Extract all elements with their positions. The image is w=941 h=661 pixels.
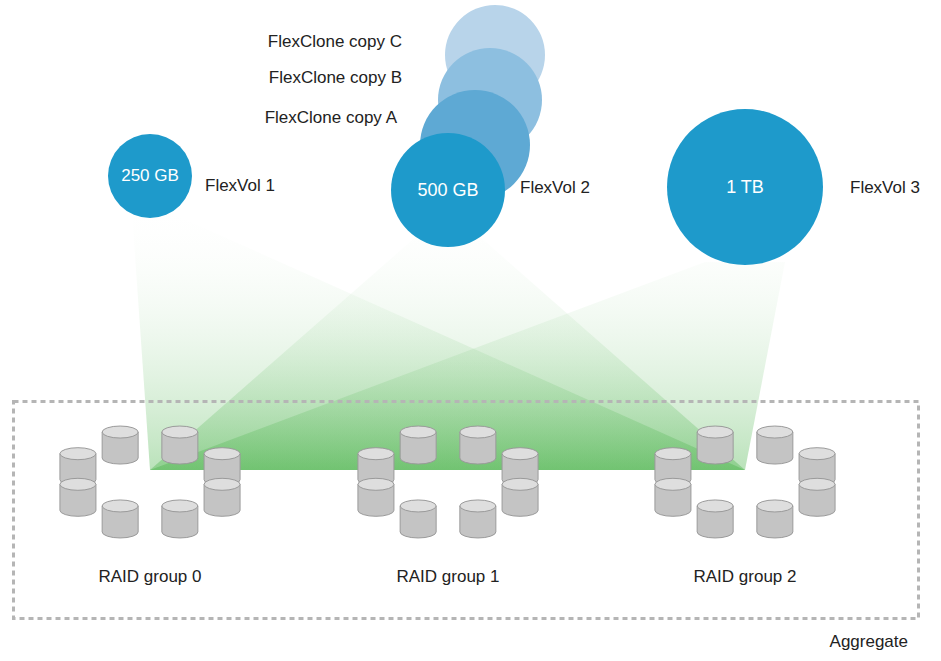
raid-group: RAID group 0 [35, 410, 265, 590]
circle-center: 1 TB [667, 109, 823, 265]
disk [460, 500, 496, 538]
label-text: FlexClone copy C [268, 32, 402, 52]
raid-group: RAID group 1 [333, 410, 563, 590]
disk-top [655, 478, 691, 490]
disk [697, 426, 733, 464]
disk-top [400, 426, 436, 438]
disk-top [102, 426, 138, 438]
disk [60, 478, 96, 516]
disk-top [697, 500, 733, 512]
disk [757, 500, 793, 538]
disk-top [204, 448, 240, 460]
circle-fill [391, 133, 505, 247]
label-text: 250 GB [121, 166, 179, 186]
disk [162, 426, 198, 464]
raid-group: RAID group 2 [630, 410, 860, 590]
disk [204, 478, 240, 516]
label-text: RAID group 1 [397, 567, 500, 587]
circle-center: 250 GB [108, 134, 192, 218]
disk-top [102, 500, 138, 512]
disk [102, 500, 138, 538]
disk-top [757, 426, 793, 438]
label-text: RAID group 2 [694, 567, 797, 587]
disk-top [358, 448, 394, 460]
volume-circle: 250 GBFlexVol 1 [108, 134, 192, 218]
disk-top [460, 500, 496, 512]
disk [358, 478, 394, 516]
disk-top [799, 448, 835, 460]
label-text: FlexClone copy B [269, 68, 402, 88]
label-text: FlexVol 3 [850, 178, 920, 198]
label-text: FlexVol 2 [520, 178, 590, 198]
disk-top [162, 500, 198, 512]
beam [150, 262, 785, 470]
disk [697, 500, 733, 538]
disk-cluster [35, 410, 265, 560]
disk [460, 426, 496, 464]
volume-circle: 500 GBFlexVol 2 [391, 133, 505, 247]
disk-top [358, 478, 394, 490]
disk-top [60, 478, 96, 490]
disk [162, 500, 198, 538]
label-text: 1 TB [726, 177, 764, 198]
label-text: RAID group 0 [99, 567, 202, 587]
disk [655, 478, 691, 516]
label-text: 500 GB [417, 180, 478, 201]
label-text: Aggregate [830, 632, 908, 652]
dashed-border [14, 402, 919, 619]
disk [400, 500, 436, 538]
disk [102, 426, 138, 464]
disk-top [799, 478, 835, 490]
disk-top [655, 448, 691, 460]
disk-top [400, 500, 436, 512]
circle-center: 500 GB [391, 133, 505, 247]
disk [502, 478, 538, 516]
disk-top [502, 448, 538, 460]
disk-top [60, 448, 96, 460]
disk-top [162, 426, 198, 438]
disk-cluster [630, 410, 860, 560]
label-text: FlexClone copy A [265, 108, 397, 128]
disk-top [757, 500, 793, 512]
disk [400, 426, 436, 464]
label-text: FlexVol 1 [205, 176, 275, 196]
disk [757, 426, 793, 464]
circle-fill [108, 134, 192, 218]
volume-circle: 1 TBFlexVol 3 [667, 109, 823, 265]
aggregate-box: AggregateRAID group 0RAID group 1RAID gr… [12, 400, 920, 620]
disk-top [204, 478, 240, 490]
disk [799, 478, 835, 516]
disk-top [502, 478, 538, 490]
disk-top [697, 426, 733, 438]
circle-fill [667, 109, 823, 265]
disk-cluster [333, 410, 563, 560]
disk-top [460, 426, 496, 438]
